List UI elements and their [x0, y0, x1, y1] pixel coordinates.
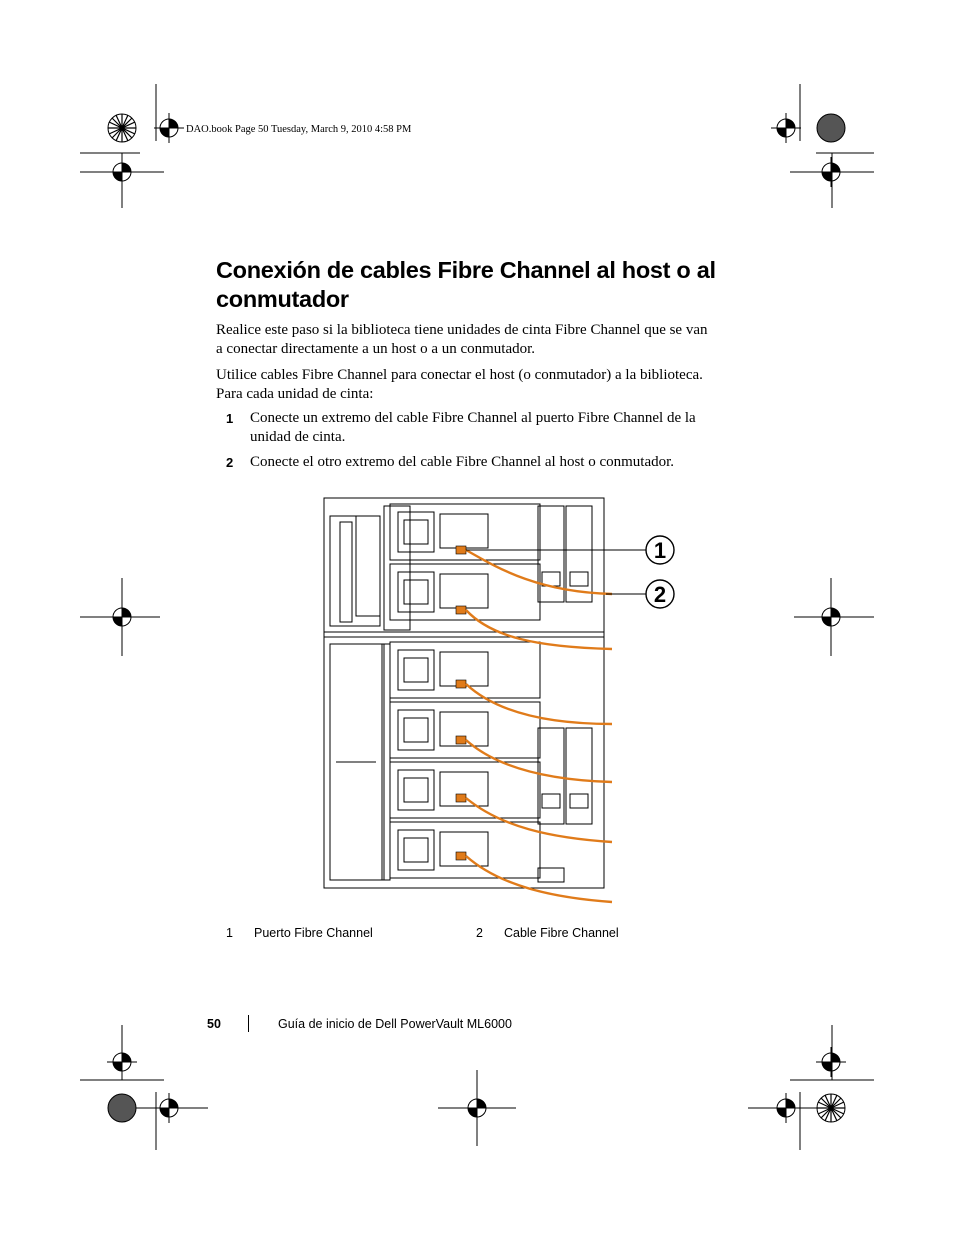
step-text: Conecte un extremo del cable Fibre Chann…: [250, 410, 696, 445]
footer-divider: [248, 1015, 249, 1032]
step-number: 2: [226, 455, 234, 470]
fibre-channel-port: [455, 545, 467, 555]
callout-2-label: 2: [654, 582, 666, 607]
instruction-paragraph: Utilice cables Fibre Channel para conect…: [216, 367, 703, 402]
section-title: Conexión de cables Fibre Channel al host…: [216, 257, 716, 312]
page-number: 50: [207, 1017, 221, 1031]
legend-number: 2: [476, 926, 483, 940]
legend-number: 1: [226, 926, 233, 940]
callout-1-marker: [645, 535, 675, 565]
fibre-channel-port: [455, 735, 467, 745]
legend-label: Puerto Fibre Channel: [254, 926, 373, 940]
legend-label: Cable Fibre Channel: [504, 926, 619, 940]
fibre-channel-port: [455, 793, 467, 803]
figure-callouts: 1 2: [466, 535, 675, 609]
library-chassis: [323, 497, 605, 889]
tape-drive-bay: [389, 761, 541, 819]
intro-paragraph: Realice este paso si la biblioteca tiene…: [216, 322, 708, 357]
power-supply: [537, 727, 593, 825]
fibre-channel-port: [455, 605, 467, 615]
tape-drive-bay: [389, 821, 541, 879]
tape-drive-bay: [389, 641, 541, 699]
fibre-channel-port: [455, 851, 467, 861]
print-slug: DAO.book Page 50 Tuesday, March 9, 2010 …: [186, 124, 412, 135]
footer-title: Guía de inicio de Dell PowerVault ML6000: [278, 1017, 512, 1031]
fibre-channel-cables: [455, 545, 613, 904]
power-supply: [537, 505, 593, 603]
step-text: Conecte el otro extremo del cable Fibre …: [250, 454, 675, 470]
fibre-channel-port: [455, 679, 467, 689]
step-number: 1: [226, 411, 234, 426]
callout-1-label: 1: [654, 538, 666, 563]
library-rear-view-figure: 1 2: [323, 497, 675, 904]
tape-drive-bay: [389, 701, 541, 759]
callout-2-marker: [645, 579, 675, 609]
